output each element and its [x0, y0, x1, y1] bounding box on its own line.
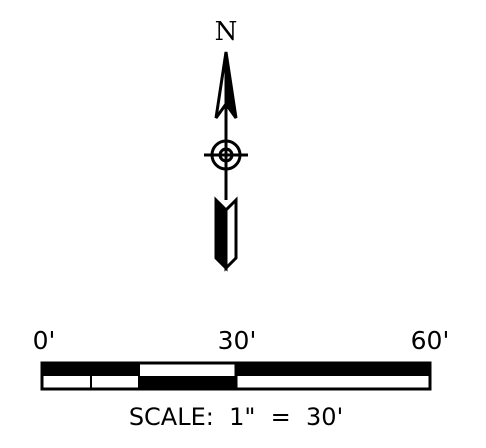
scale-segment	[236, 376, 430, 389]
scale-segment	[91, 376, 139, 389]
scale-segment	[139, 363, 236, 376]
scale-segment	[236, 363, 430, 376]
scale-segment	[42, 376, 91, 389]
north-arrow-icon	[204, 51, 248, 272]
scale-segment	[91, 363, 139, 376]
scale-bar	[40, 361, 432, 391]
scale-tick-label-60: 60'	[411, 326, 450, 355]
scale-tick-label-0: 0'	[33, 326, 56, 355]
scale-caption: SCALE: 1" = 30'	[129, 403, 343, 431]
scale-segment	[42, 363, 91, 376]
scale-tick-label-30: 30'	[218, 326, 257, 355]
scale-segment	[139, 376, 236, 389]
north-label: N	[215, 17, 238, 47]
